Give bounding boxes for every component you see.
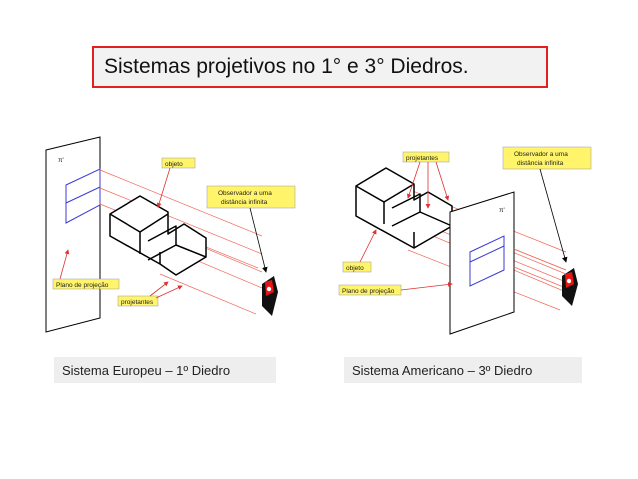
caption-sistema-europeu-text: Sistema Europeu – 1º Diedro [62, 362, 231, 378]
slide-title: Sistemas projetivos no 1° e 3° Diedros. [92, 46, 548, 88]
left-label-observador-box [206, 185, 296, 209]
right-label-plano: Plano de projeção [342, 288, 395, 295]
caption-sistema-americano-text: Sistema Americano – 3º Diedro [352, 362, 533, 378]
right-label-observador-1: Observador a uma [514, 151, 568, 158]
left-observer-icon [262, 276, 278, 316]
right-label-objeto-box [342, 261, 372, 273]
right-label-projetantes: projetantes [406, 155, 439, 162]
left-label-projetantes-box [117, 295, 159, 307]
right-projection-plane [449, 191, 515, 335]
caption-sistema-europeu: Sistema Europeu – 1º Diedro [54, 357, 276, 383]
right-plane-symbol: π' [499, 207, 505, 214]
right-label-observador-2: distância infinita [517, 160, 564, 167]
left-label-objeto-box [161, 157, 196, 169]
left-label-plano: Plano de projeção [56, 282, 109, 289]
left-object-block [109, 195, 207, 276]
right-label-projetantes-box [402, 151, 450, 163]
right-diagram: π' projetantes Observador a uma distânci… [338, 146, 592, 335]
left-label-observador-2: distância infinita [221, 199, 268, 206]
right-label-observador-box [502, 146, 592, 170]
left-label-plano-box [52, 278, 120, 290]
left-diagram: π' objeto Observado [45, 136, 296, 333]
left-plane-symbol: π' [58, 157, 64, 164]
left-projected-view [65, 168, 101, 224]
left-label-projetantes: projetantes [121, 299, 154, 306]
right-projected-view [469, 235, 505, 287]
right-label-objeto: objeto [346, 265, 364, 272]
caption-sistema-americano: Sistema Americano – 3º Diedro [344, 357, 582, 383]
left-label-objeto: objeto [165, 161, 183, 168]
left-projection-plane [45, 136, 101, 333]
right-observer-icon [562, 268, 578, 306]
left-label-observador-1: Observador a uma [218, 190, 272, 197]
right-object-block [355, 167, 453, 249]
slide-title-text: Sistemas projetivos no 1° e 3° Diedros. [104, 55, 469, 78]
